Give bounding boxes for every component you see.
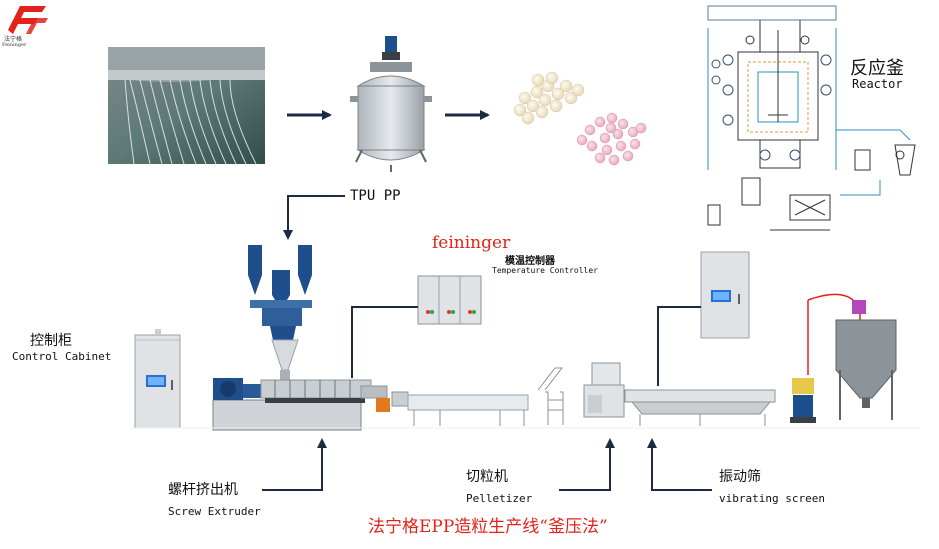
- material-feeders: [248, 245, 312, 380]
- cooling-water-trough: [407, 394, 529, 426]
- feininger-logo: [8, 6, 48, 34]
- screw-extruder-label-en: Screw Extruder: [168, 505, 261, 518]
- temp-controller-label-cn: 模温控制器: [505, 256, 555, 267]
- epp-beads: [513, 71, 647, 166]
- reactor-label-en: Reactor: [852, 77, 903, 91]
- pelletizer-machine: [583, 362, 625, 418]
- extruded-strands-photo: [108, 47, 265, 165]
- tpu-pp-label: TPU PP: [350, 188, 401, 204]
- pelletizer-label-en: Pelletizer: [466, 492, 533, 505]
- control-cabinet-label-cn: 控制柜: [30, 333, 72, 349]
- screen-cabinet-line: [657, 306, 701, 386]
- vibrating-screen-machine: [624, 389, 776, 426]
- reactor-vessel: [350, 36, 432, 172]
- watermark-text: feininger: [432, 233, 511, 253]
- temperature-controller-unit: [417, 275, 482, 325]
- stairs-dryer: [537, 367, 564, 425]
- logo-text-en: Feininger: [2, 42, 27, 48]
- screw-extruder: [212, 378, 409, 431]
- vibrating-screen-label-cn: 振动筛: [719, 469, 761, 485]
- storage-silo: [790, 293, 897, 423]
- screw-extruder-arrow: [262, 438, 327, 491]
- control-cabinet-label-en: Control Cabinet: [12, 350, 112, 363]
- screw-extruder-label-cn: 螺杆挤出机: [168, 482, 238, 498]
- control-cabinet: [134, 329, 181, 429]
- vibrating-screen-arrow: [647, 438, 712, 491]
- screen-control-cabinet: [700, 251, 750, 339]
- temp-controller-line: [351, 306, 418, 378]
- logo-text-cn: 法宁格: [4, 36, 23, 43]
- pelletizer-arrow: [559, 438, 615, 491]
- tpu-pp-feed-arrow: [283, 195, 345, 240]
- reactor-label-cn: 反应釜: [850, 58, 904, 79]
- reactor-schematic: [707, 5, 916, 231]
- production-line-title: 法宁格EPP造粒生产线“釜压法”: [368, 517, 608, 537]
- pelletizer-label-cn: 切粒机: [466, 469, 508, 485]
- temp-controller-label-en: Temperature Controller: [492, 266, 598, 275]
- vibrating-screen-label-en: vibrating screen: [719, 492, 825, 505]
